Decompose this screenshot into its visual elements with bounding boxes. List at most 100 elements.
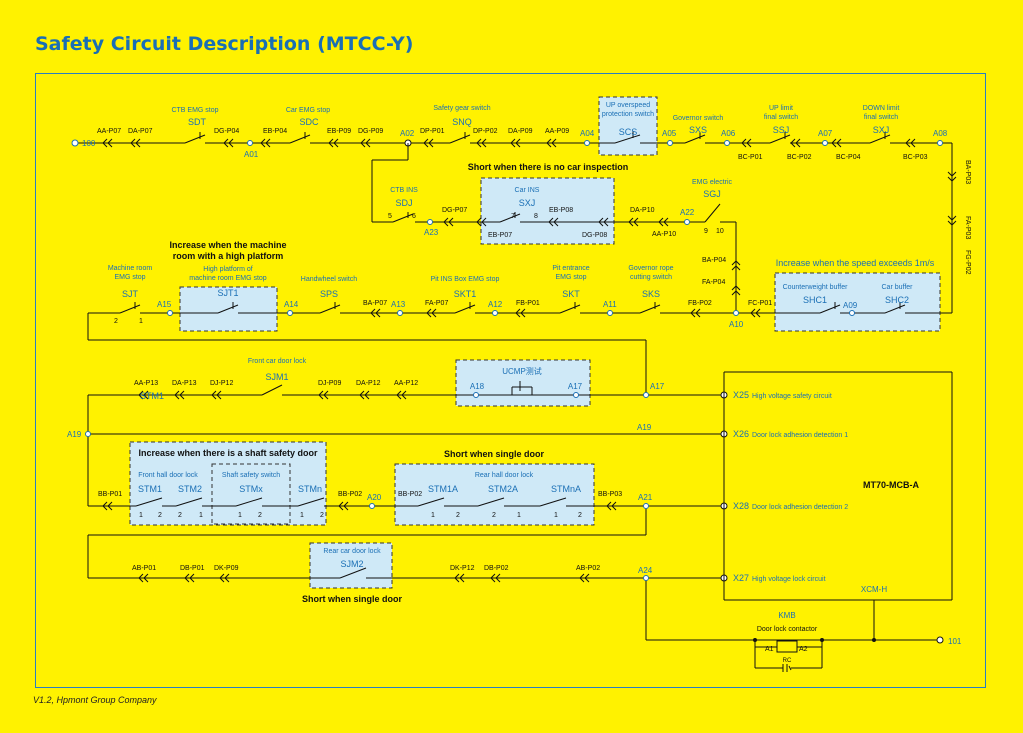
node-label: A08 — [933, 129, 948, 138]
switch-ssj — [769, 132, 791, 144]
switch-sks — [639, 302, 661, 314]
ucmp-a18: A18 — [470, 382, 485, 391]
snq-desc: Safety gear switch — [433, 105, 490, 112]
kmb-rc: RC — [783, 658, 792, 664]
terminal-101 — [936, 636, 944, 644]
node-a23 — [427, 219, 433, 225]
wire-label: DJ-P12 — [210, 380, 233, 387]
pin-label: 1 — [517, 512, 521, 519]
sks-code: SKS — [642, 289, 660, 299]
switch-stmna — [539, 497, 567, 507]
stmna-code: STMnA — [551, 484, 581, 494]
x26-desc: Door lock adhesion detection 1 — [752, 432, 848, 439]
car-ins-box — [480, 177, 615, 245]
shc2-desc: Car buffer — [882, 284, 914, 291]
pin-label: 10 — [716, 228, 724, 235]
node-a21 — [643, 503, 649, 509]
node-label: A15 — [157, 300, 172, 309]
ucmp-a17: A17 — [568, 382, 583, 391]
node-label: A07 — [818, 129, 833, 138]
shaft-note: Increase when there is a shaft safety do… — [138, 448, 318, 458]
xcm-label: XCM-H — [861, 585, 887, 594]
wire-label: DG-P09 — [358, 128, 383, 135]
pin-label: 1 — [199, 512, 203, 519]
scs-code: SCS — [619, 127, 638, 137]
wire-label: FA-P07 — [425, 300, 448, 307]
wire-label: FC-P01 — [748, 300, 772, 307]
sxs-desc: Governor switch — [673, 115, 724, 122]
node-label: A22 — [680, 208, 695, 217]
sps-desc: Handwheel switch — [301, 276, 358, 283]
pin-label: 1 — [139, 512, 143, 519]
wire-label: BC-P03 — [903, 154, 928, 161]
wire-label: BB-P01 — [98, 491, 122, 498]
wire-label: AA-P12 — [394, 380, 418, 387]
wire-label: BC-P01 — [738, 154, 763, 161]
switch-shc1 — [819, 302, 841, 314]
node-label: A19 — [637, 423, 652, 432]
node-label: A12 — [488, 300, 503, 309]
node-a08 — [937, 140, 943, 146]
sjt-code: SJT — [122, 289, 139, 299]
node-a19-left — [85, 431, 91, 437]
wire-label: DB-P01 — [180, 565, 205, 572]
wire-label: BB-P03 — [598, 491, 622, 498]
wire-label: AA-P10 — [652, 231, 676, 238]
switch-stm1a — [417, 497, 445, 507]
shaft-switch-box — [211, 463, 291, 525]
node-a12 — [492, 310, 498, 316]
pin-label: 5 — [388, 213, 392, 220]
sdj-code: SDJ — [395, 198, 412, 208]
pin-label: 2 — [178, 512, 182, 519]
switch-sxj-car — [499, 212, 521, 223]
switch-sjm1 — [261, 384, 283, 396]
node-a18 — [473, 392, 479, 398]
node-a05 — [667, 140, 673, 146]
stmx-code: STMx — [239, 484, 263, 494]
stm2-code: STM2 — [178, 484, 202, 494]
pin-label: 6 — [412, 213, 416, 220]
sgj-code: SGJ — [703, 189, 721, 199]
scs-box — [598, 96, 658, 156]
x28-code: X28 — [733, 501, 749, 511]
node-a11 — [607, 310, 613, 316]
node-label: A06 — [721, 129, 736, 138]
wire-label: EB-P08 — [549, 207, 573, 214]
node-label: A14 — [284, 300, 299, 309]
wire-label: AA-P07 — [97, 128, 121, 135]
wire-label: FG-P02 — [964, 250, 971, 275]
wire-label: DG-P08 — [582, 232, 607, 239]
switch-sgj — [704, 203, 721, 223]
mcb-board-outline — [723, 371, 953, 601]
node-a06 — [724, 140, 730, 146]
node-a24 — [643, 575, 649, 581]
front-hall-desc: Front hall door lock — [138, 472, 198, 479]
skt1-code: SKT1 — [454, 289, 477, 299]
sjm2-desc: Rear car door lock — [323, 548, 381, 555]
x27-code: X27 — [733, 573, 749, 583]
pin-label: 2 — [320, 512, 324, 519]
node-a17-box — [573, 392, 579, 398]
pin-label: 1 — [300, 512, 304, 519]
shaft-desc: Shaft safety switch — [222, 472, 280, 479]
kmb-desc: Door lock contactor — [757, 626, 818, 633]
wire-label: AA-P09 — [545, 128, 569, 135]
node-a14 — [287, 310, 293, 316]
wire-label: BC-P04 — [836, 154, 861, 161]
switch-stm2a — [477, 497, 505, 507]
sxs-code: SXS — [689, 125, 707, 135]
node-label: A01 — [244, 150, 259, 159]
wire-label: DK-P12 — [450, 565, 475, 572]
pin-label: 2 — [258, 512, 262, 519]
inspection-note: Short when there is no car inspection — [468, 162, 629, 172]
row4-wiring — [87, 433, 724, 506]
kmb-code: KMB — [778, 611, 795, 620]
page-title: Safety Circuit Description (MTCC-Y) — [35, 33, 414, 55]
pin-label: 9 — [704, 228, 708, 235]
